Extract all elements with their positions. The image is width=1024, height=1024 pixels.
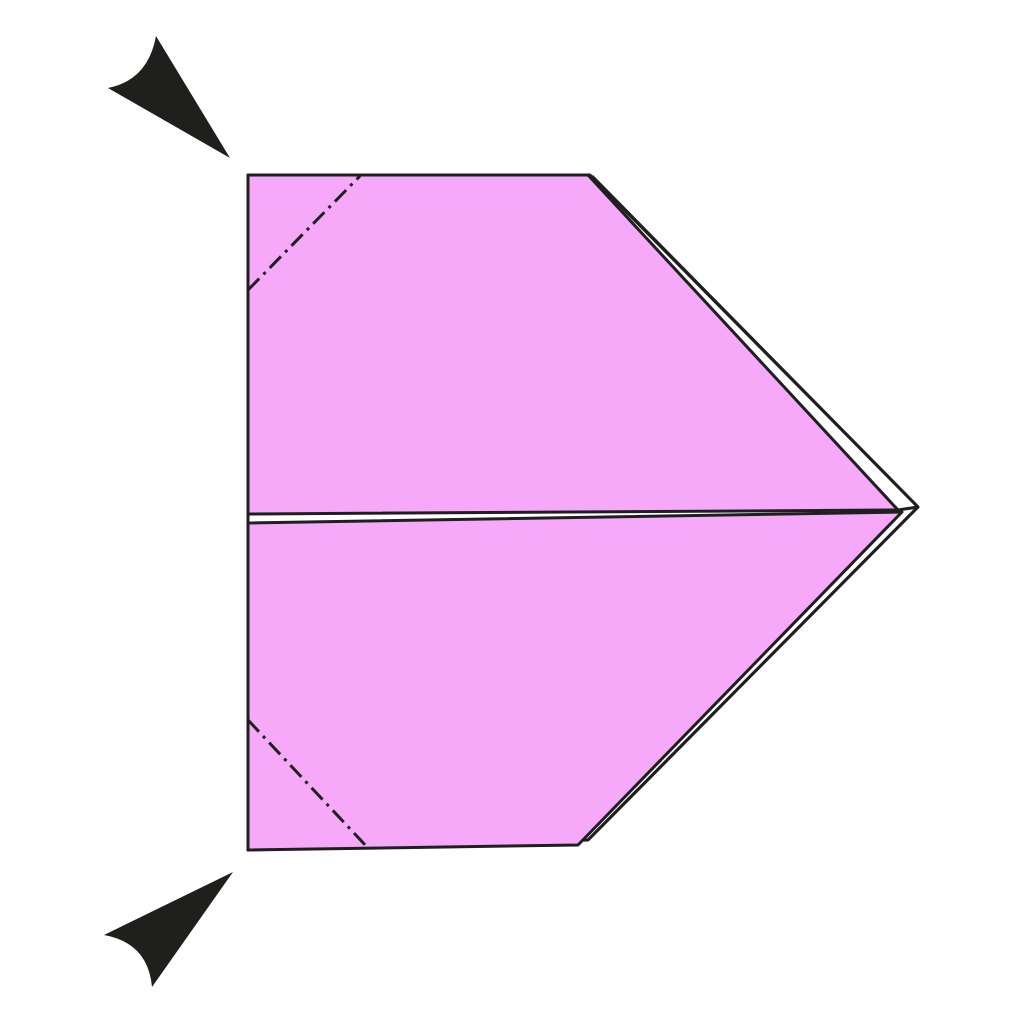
back-layer-edge-upper <box>590 174 920 509</box>
paper-lower-flap <box>246 510 904 852</box>
push-arrow-top <box>108 36 230 158</box>
push-arrow-bottom <box>104 872 233 987</box>
valley-fold-line-bottom-left <box>246 718 370 850</box>
tip-inner-edge <box>897 505 919 512</box>
paper-upper-flap <box>246 173 900 516</box>
valley-fold-line-top-left <box>246 174 362 292</box>
back-layer-edge-lower <box>586 505 920 842</box>
